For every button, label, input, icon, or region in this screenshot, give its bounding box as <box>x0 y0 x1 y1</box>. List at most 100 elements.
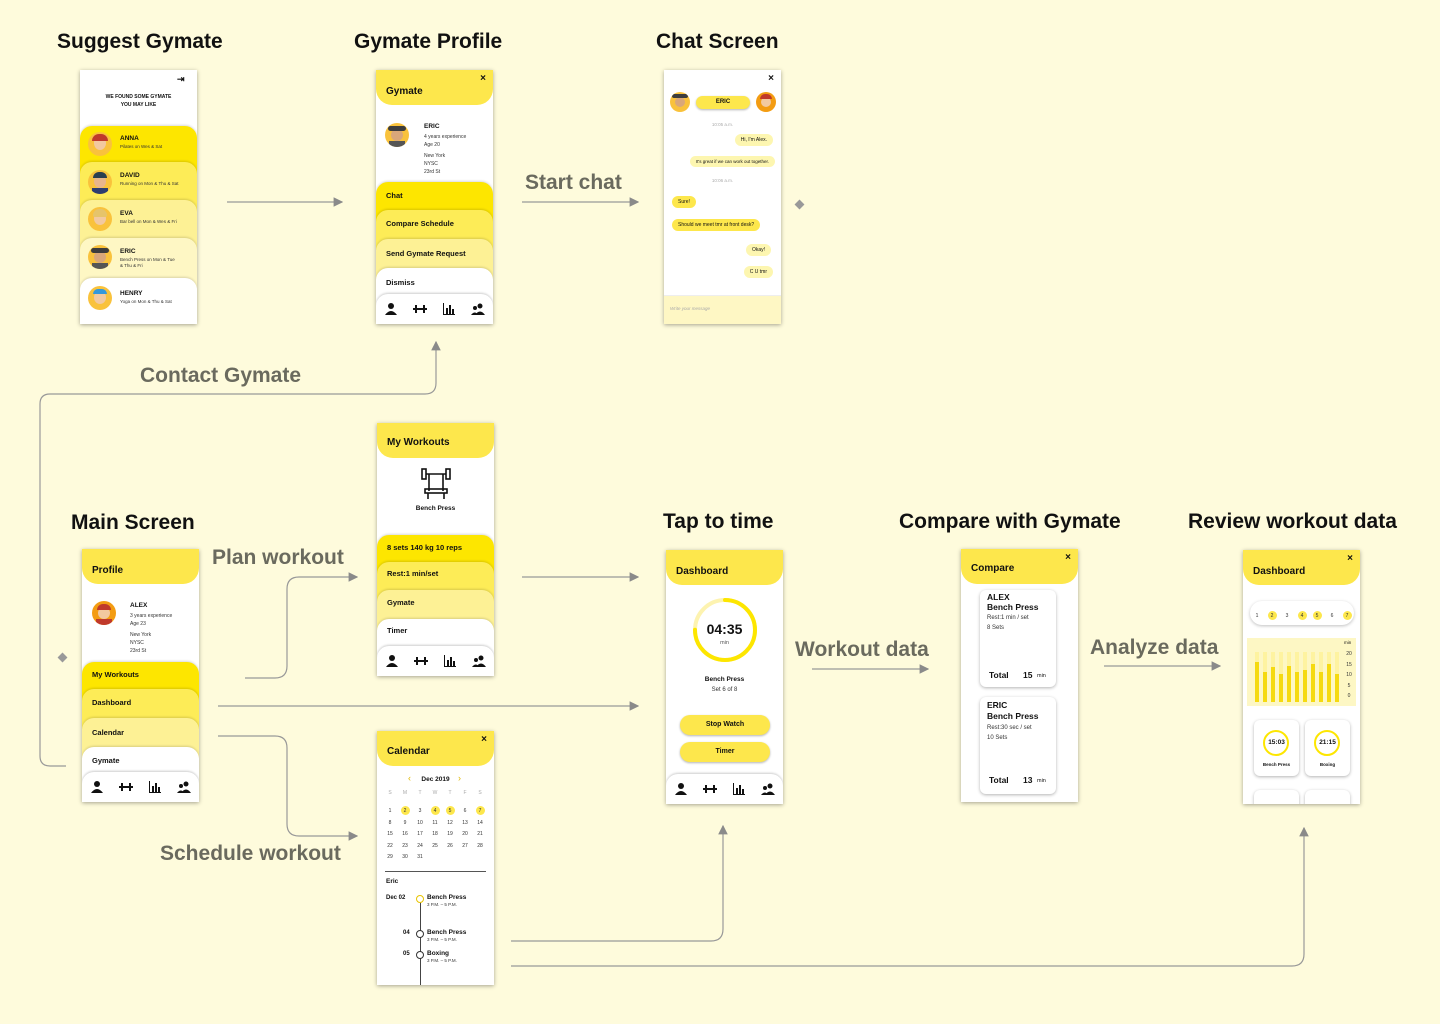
calendar-day[interactable]: 2 <box>403 808 407 814</box>
compare-card-eric[interactable]: ERIC Bench Press Rest:30 sec / set 10 Se… <box>980 697 1056 794</box>
review-bar-chart <box>1255 652 1339 702</box>
review-day[interactable]: 4 <box>1300 613 1304 619</box>
gymate-nav-icon[interactable] <box>177 780 192 794</box>
compare-sets: 8 Sets <box>987 625 1005 631</box>
suggest-desc-david: Running on Mon & Thu & Sat <box>120 181 179 186</box>
profile-nav-icon[interactable] <box>90 780 104 794</box>
gymate-nav-icon[interactable] <box>472 654 487 668</box>
calendar-day[interactable]: 25 <box>432 842 438 849</box>
review-day[interactable]: 1 <box>1255 613 1259 619</box>
suggest-name-anna: ANNA <box>120 135 139 142</box>
summary-card-partial[interactable] <box>1305 790 1350 804</box>
boxing-summary-card[interactable]: 21:15 Boxing <box>1305 720 1350 776</box>
review-day[interactable]: 7 <box>1345 613 1349 619</box>
bench-press-summary-card[interactable]: 15:03 Bench Press <box>1254 720 1299 776</box>
prev-month-icon[interactable]: ‹ <box>408 773 411 783</box>
message-input[interactable]: Write your message <box>664 295 781 324</box>
calendar-day[interactable]: 5 <box>448 808 452 814</box>
review-day[interactable]: 3 <box>1285 613 1289 619</box>
calendar-day[interactable]: 28 <box>477 842 483 849</box>
calendar-day[interactable]: 15 <box>387 831 393 837</box>
workout-nav-icon[interactable] <box>118 780 133 794</box>
calendar-day[interactable]: 18 <box>432 831 438 837</box>
profile-nav-icon[interactable] <box>385 654 399 668</box>
calendar-day[interactable]: 23 <box>402 842 408 849</box>
calendar-day[interactable]: 27 <box>462 842 468 849</box>
calendar-day[interactable]: 17 <box>417 831 423 837</box>
bench-label: Bench Press <box>1262 762 1291 767</box>
chart-bar <box>1279 674 1283 702</box>
calendar-day[interactable]: 13 <box>462 819 468 826</box>
main-age: Age 23 <box>130 621 146 627</box>
calendar-day[interactable]: 21 <box>477 831 483 837</box>
compare-sets: 10 Sets <box>987 735 1008 741</box>
event-name[interactable]: Bench Press <box>427 894 467 901</box>
workout-nav-icon[interactable] <box>702 782 717 796</box>
weekday-label: T <box>418 790 422 796</box>
calendar-day[interactable]: 4 <box>433 808 437 814</box>
boxing-ring <box>1314 730 1340 756</box>
stats-nav-icon[interactable] <box>442 302 456 316</box>
timer-value[interactable]: 04:35 <box>706 621 743 637</box>
calendar-day[interactable]: 10 <box>417 819 423 826</box>
suggest-desc2-eric: & Thu & Fri <box>120 263 143 268</box>
suggest-name-eric: ERIC <box>120 248 136 255</box>
boxing-label: Boxing <box>1319 762 1336 767</box>
calendar-day[interactable]: 7 <box>478 808 482 814</box>
close-icon[interactable]: × <box>1347 553 1353 564</box>
event-name[interactable]: Bench Press <box>427 929 467 936</box>
calendar-day[interactable]: 20 <box>462 831 468 837</box>
gymate-nav-icon[interactable] <box>471 302 486 316</box>
stats-nav-icon[interactable] <box>148 780 162 794</box>
calendar-day[interactable]: 8 <box>388 819 392 826</box>
profile-nav-icon[interactable] <box>384 302 398 316</box>
calendar-day[interactable]: 31 <box>417 854 423 860</box>
calendar-day[interactable]: 19 <box>447 831 453 837</box>
weekday-label: T <box>448 790 452 796</box>
calendar-day[interactable]: 14 <box>477 819 483 826</box>
next-month-icon[interactable]: › <box>458 773 461 783</box>
close-icon[interactable]: × <box>481 734 487 745</box>
skip-arrow-icon[interactable]: ⇥ <box>177 74 185 84</box>
day-highlight <box>400 806 410 815</box>
avatar-eric-chat <box>670 92 690 112</box>
weekday-label: S <box>478 790 482 796</box>
summary-card-partial[interactable] <box>1254 790 1299 804</box>
workout-nav-icon[interactable] <box>413 654 428 668</box>
suggest-desc-anna: Pilates on Wes & Sat <box>120 144 163 149</box>
workout-nav-icon[interactable] <box>412 302 427 316</box>
gymate-nav-icon[interactable] <box>761 782 776 796</box>
close-icon[interactable]: × <box>1065 552 1071 563</box>
compare-name: ALEX <box>987 592 1010 602</box>
review-day[interactable]: 6 <box>1330 613 1334 619</box>
review-day[interactable]: 2 <box>1270 613 1274 619</box>
calendar-day[interactable]: 29 <box>387 854 393 860</box>
calendar-day[interactable]: 1 <box>388 808 392 814</box>
event-name[interactable]: Boxing <box>427 950 450 957</box>
close-icon[interactable]: × <box>480 73 486 84</box>
suggest-desc-eva: Bar bell on Mon & Wes & Fri <box>120 219 177 224</box>
stats-nav-icon[interactable] <box>732 782 746 796</box>
event-time: 3 P.M. – 5 P.M. <box>427 937 457 942</box>
calendar-day[interactable]: 9 <box>403 819 407 826</box>
compare-card-alex[interactable]: ALEX Bench Press Rest:1 min / set 8 Sets… <box>980 590 1056 687</box>
calendar-day[interactable]: 26 <box>447 842 453 849</box>
calendar-day[interactable]: 24 <box>417 842 423 849</box>
timer-button[interactable]: Timer <box>680 742 770 762</box>
stop-watch-button[interactable]: Stop Watch <box>680 715 770 735</box>
main-header: Profile <box>82 549 199 584</box>
review-day[interactable]: 5 <box>1315 613 1319 619</box>
boxing-time: 21:15 <box>1319 739 1336 746</box>
close-icon[interactable]: × <box>768 73 774 84</box>
profile-nav-icon[interactable] <box>674 782 688 796</box>
calendar-day[interactable]: 11 <box>432 819 438 826</box>
calendar-day[interactable]: 3 <box>418 808 422 814</box>
stats-nav-icon[interactable] <box>443 654 457 668</box>
calendar-day[interactable]: 30 <box>402 854 408 860</box>
calendar-day[interactable]: 16 <box>402 831 408 837</box>
calendar-day[interactable]: 22 <box>387 842 393 849</box>
calendar-day[interactable]: 6 <box>463 808 467 814</box>
chat-timestamp: 10:05 a.m. <box>711 122 734 127</box>
calendar-day[interactable]: 12 <box>447 819 453 826</box>
